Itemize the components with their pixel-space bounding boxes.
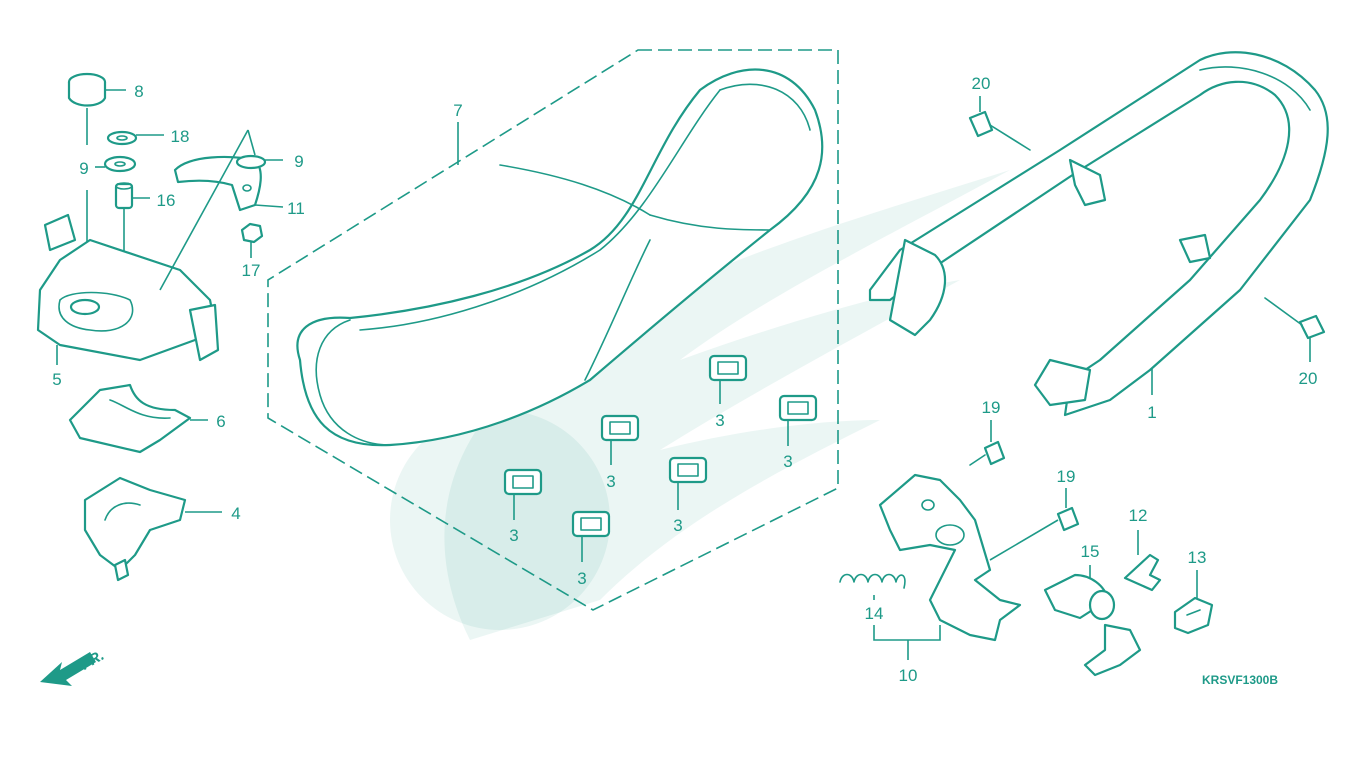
flange-bolt[interactable]	[969, 440, 1006, 466]
seat-lock-assembly[interactable]	[878, 473, 1022, 642]
bracket[interactable]	[83, 476, 187, 582]
callout-19: 19	[982, 398, 1001, 417]
bolt[interactable]	[1264, 297, 1326, 340]
clip-nut[interactable]	[668, 456, 708, 484]
callout-20: 20	[1299, 369, 1318, 388]
callout-11: 11	[287, 199, 305, 218]
clip-nut[interactable]	[708, 354, 748, 382]
diagram-code: KRSVF1300B	[1202, 673, 1278, 687]
callout-1: 1	[1147, 403, 1156, 422]
clip-nut[interactable]	[503, 468, 543, 496]
callout-15: 15	[1081, 542, 1100, 561]
callout-12: 12	[1129, 506, 1148, 525]
seat-group-box	[267, 49, 839, 611]
washer[interactable]	[106, 130, 138, 146]
callout-18: 18	[171, 127, 190, 146]
callout-3: 3	[509, 526, 518, 545]
callout-20: 20	[972, 74, 991, 93]
clip-nut[interactable]	[778, 394, 818, 422]
callout-9: 9	[294, 152, 303, 171]
clip-nut[interactable]	[571, 510, 611, 538]
callout-3: 3	[673, 516, 682, 535]
bolt[interactable]	[968, 110, 1031, 151]
grab-rail[interactable]	[868, 51, 1329, 417]
rubber-washer[interactable]	[235, 154, 267, 170]
lock-cover[interactable]	[1173, 596, 1214, 635]
callout-13: 13	[1188, 548, 1207, 567]
seat[interactable]	[296, 68, 824, 447]
bracket-line	[873, 625, 941, 641]
callout-6: 6	[216, 412, 225, 431]
callout-17: 17	[242, 261, 261, 280]
spring[interactable]	[839, 573, 906, 589]
flange-bolt[interactable]	[1056, 506, 1080, 532]
callout-7: 7	[453, 101, 462, 120]
clip-nut[interactable]	[600, 414, 640, 442]
callout-8: 8	[134, 82, 143, 101]
callout-3: 3	[783, 452, 792, 471]
rubber-washer[interactable]	[103, 155, 137, 173]
callout-3: 3	[606, 472, 615, 491]
front-direction-arrow	[40, 652, 96, 686]
rubber-cap[interactable]	[67, 72, 107, 107]
callout-16: 16	[157, 191, 176, 210]
callout-3: 3	[577, 569, 586, 588]
key-cylinder[interactable]	[1043, 573, 1142, 677]
callout-14: 14	[865, 604, 884, 623]
collar[interactable]	[114, 182, 134, 210]
callout-10: 10	[899, 666, 918, 685]
nut[interactable]	[240, 222, 264, 244]
plate[interactable]	[68, 383, 192, 454]
seat-lock-bracket[interactable]	[36, 213, 220, 362]
callout-3: 3	[715, 411, 724, 430]
lock-clip[interactable]	[1123, 553, 1162, 592]
callout-4: 4	[231, 504, 240, 523]
callout-19: 19	[1057, 467, 1076, 486]
lock-stay[interactable]	[173, 155, 262, 212]
callout-9: 9	[79, 159, 88, 178]
callout-5: 5	[52, 370, 61, 389]
